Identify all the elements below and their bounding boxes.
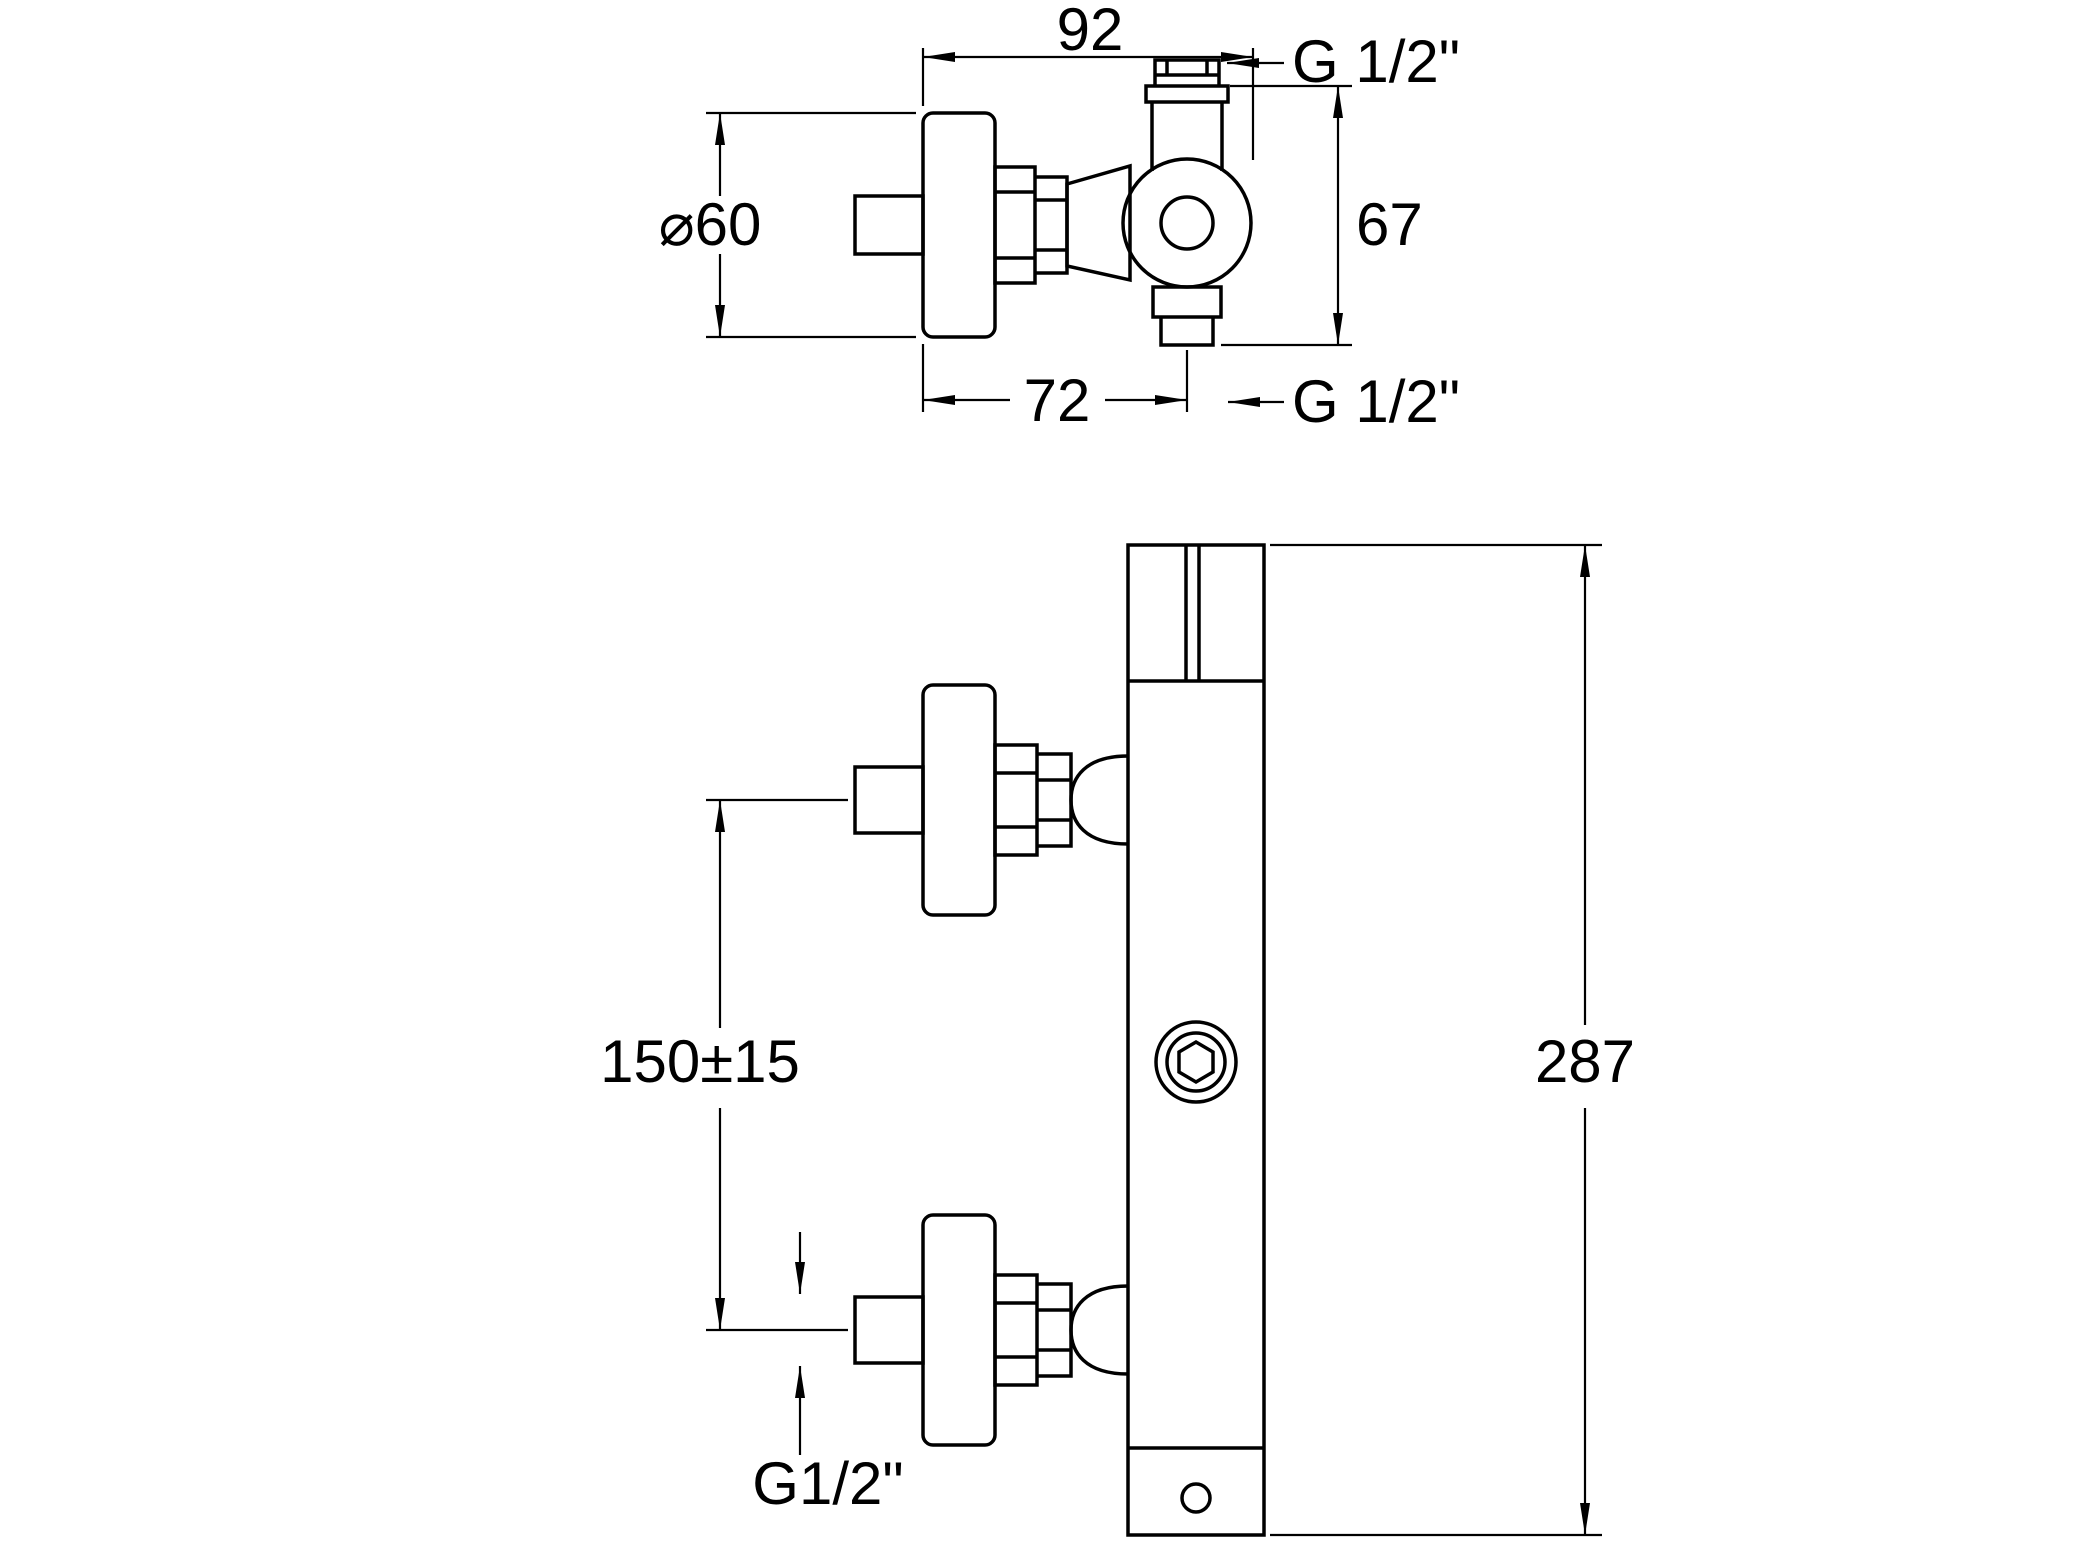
inlet-nipple xyxy=(853,765,925,835)
dim-spacing-label: 150±15 xyxy=(600,1028,800,1095)
inlet-nipple-top-view xyxy=(853,194,925,256)
valve-bore-circle xyxy=(1159,195,1215,251)
dim-total-height-extension-lines xyxy=(1270,543,1602,1537)
valve-body-circle xyxy=(1121,157,1253,289)
dim-height-extension-lines xyxy=(1221,84,1352,347)
thread-bottom-label: G 1/2" xyxy=(1292,368,1460,435)
dim-total-height-label: 287 xyxy=(1535,1028,1635,1095)
dim-diameter-label: ⌀60 xyxy=(659,191,762,258)
mixer-column xyxy=(1126,543,1266,1537)
top-view: 92 G 1/2" ⌀60 67 72 G 1/2" xyxy=(659,0,1460,435)
wall-escutcheon-top-view xyxy=(921,111,997,339)
dim-width-extension-lines xyxy=(921,48,1255,160)
dim-width-label: 92 xyxy=(1057,0,1124,63)
thread-top-label: G 1/2" xyxy=(1292,28,1460,95)
front-view: 150±15 287 G1/2" xyxy=(600,543,1635,1537)
hex-connector-top-view xyxy=(993,165,1069,285)
cartridge-boss-outer xyxy=(1154,1020,1238,1104)
column-detail-lines xyxy=(1128,545,1264,1450)
dim-diameter-extension-lines xyxy=(706,111,916,339)
top-outlet-port xyxy=(1144,58,1230,171)
wall-escutcheon xyxy=(921,683,997,917)
cartridge-boss-inner xyxy=(1165,1031,1227,1093)
thread-inlet-label: G1/2" xyxy=(752,1450,903,1517)
connection-boss xyxy=(1069,754,1129,846)
hex-connector xyxy=(993,743,1073,857)
dim-height-label: 67 xyxy=(1356,191,1423,258)
wall-connection-lower xyxy=(853,1213,1130,1447)
dim-spacing-extension-lines xyxy=(706,798,848,1332)
wall-connection-upper xyxy=(853,683,1129,917)
dim-offset-label: 72 xyxy=(1024,367,1091,434)
cartridge-hex-nut xyxy=(1177,1039,1215,1085)
bottom-outlet-hole xyxy=(1180,1482,1212,1514)
bottom-outlet-port xyxy=(1151,285,1223,347)
adapter-cone xyxy=(1065,163,1132,283)
